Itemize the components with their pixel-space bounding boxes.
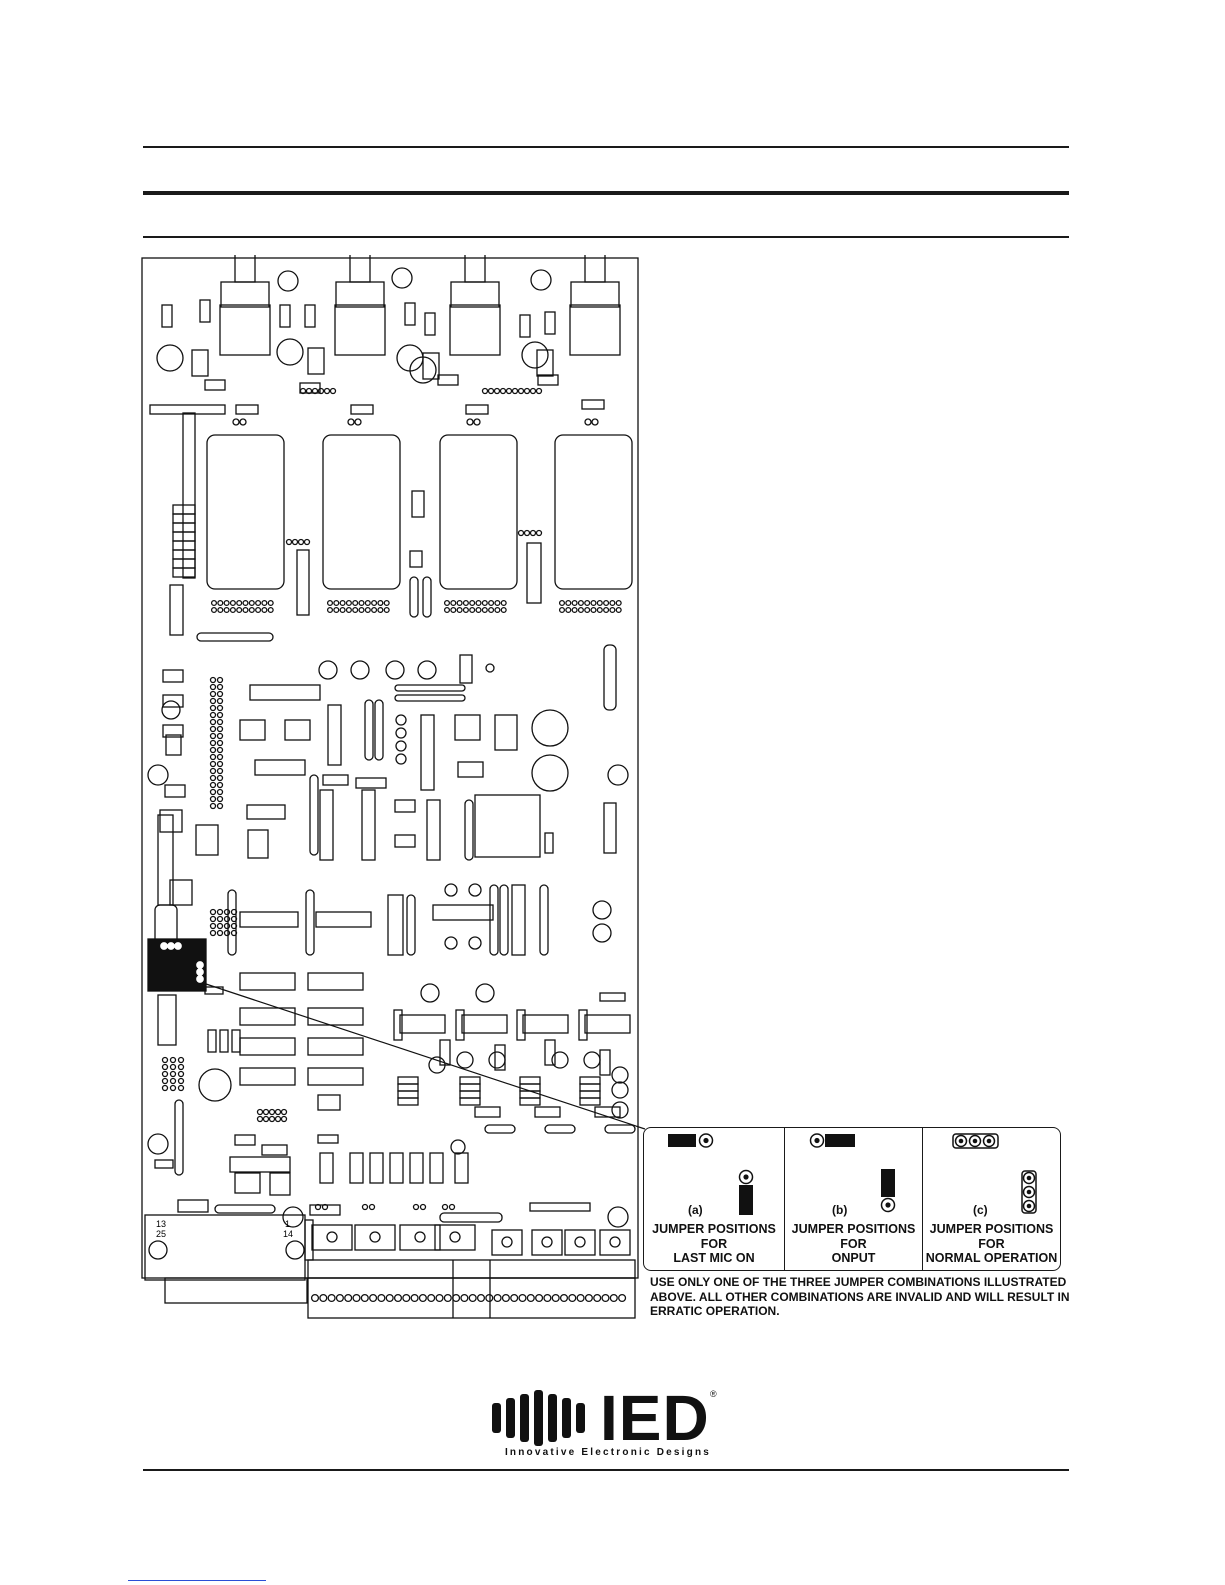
jumper-c-letter: (c) [973,1203,988,1217]
jumper-b-letter: (b) [832,1203,847,1217]
jumper-b-caption: JUMPER POSITIONS FOR ONPUT [785,1222,922,1266]
footer-link-underline [128,1580,266,1581]
jumper-option-a: (a) JUMPER POSITIONS FOR LAST MIC ON [644,1128,784,1270]
jumper-a-letter: (a) [688,1203,703,1217]
logo-tagline: Innovative Electronic Designs [488,1447,728,1458]
jumper-a-caption: JUMPER POSITIONS FOR LAST MIC ON [644,1222,784,1266]
jumper-warning-note: USE ONLY ONE OF THE THREE JUMPER COMBINA… [650,1275,1070,1319]
jumper-a-diagram [644,1128,784,1218]
jumper-option-b: (b) JUMPER POSITIONS FOR ONPUT [784,1128,922,1270]
logo-bar [576,1403,585,1433]
logo-wordmark: IED [600,1385,710,1447]
ied-logo-mark: IED ® [488,1385,728,1447]
logo-bar [520,1394,529,1442]
logo-bar [506,1398,515,1438]
logo-bar [562,1398,571,1438]
logo-bar [492,1403,501,1433]
logo-registered-mark: ® [710,1389,717,1399]
jumper-option-c: (c) JUMPER POSITIONS FOR NORMAL OPERATIO… [922,1128,1060,1270]
footer-rule [143,1469,1069,1471]
ied-logo: IED ® Innovative Electronic Designs [488,1385,728,1465]
jumper-c-caption: JUMPER POSITIONS FOR NORMAL OPERATION [923,1222,1060,1266]
jumper-positions-panel: (a) JUMPER POSITIONS FOR LAST MIC ON (b)… [643,1127,1061,1271]
logo-bar [534,1390,543,1446]
jumper-b-diagram [785,1128,923,1218]
logo-bar [548,1394,557,1442]
jumper-c-diagram [923,1128,1061,1218]
